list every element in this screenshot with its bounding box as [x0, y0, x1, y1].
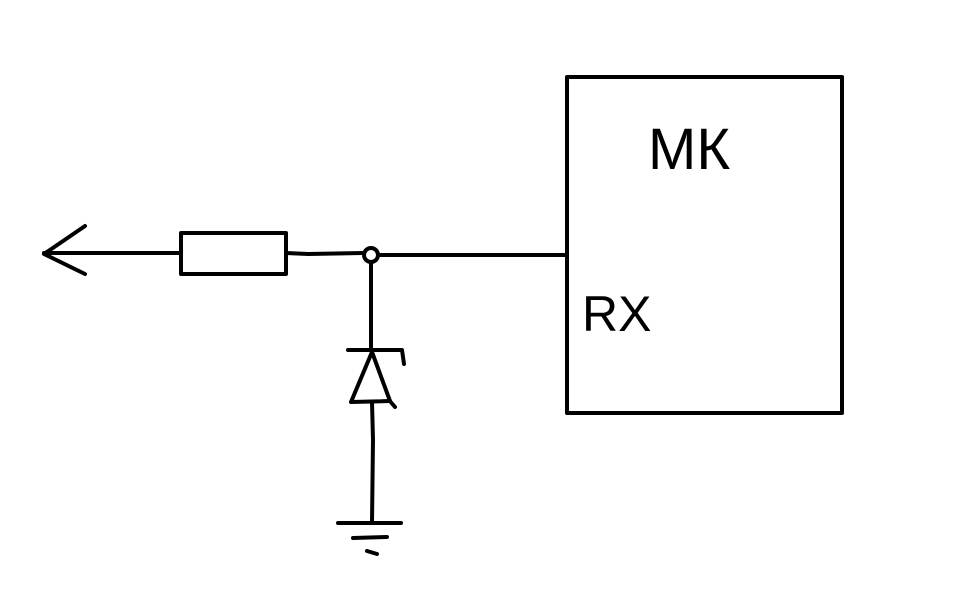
wire-zener-to-ground	[370, 400, 375, 524]
ground-icon	[336, 521, 403, 556]
microcontroller-box	[565, 75, 844, 415]
microcontroller-label: МК	[648, 117, 730, 182]
rx-pin-label: RX	[582, 286, 651, 342]
wire-resistor-to-junction	[284, 251, 365, 256]
zener-diode-icon	[346, 348, 406, 409]
resistor	[179, 231, 288, 276]
input-arrow-icon	[42, 224, 87, 276]
junction-node	[362, 246, 380, 264]
